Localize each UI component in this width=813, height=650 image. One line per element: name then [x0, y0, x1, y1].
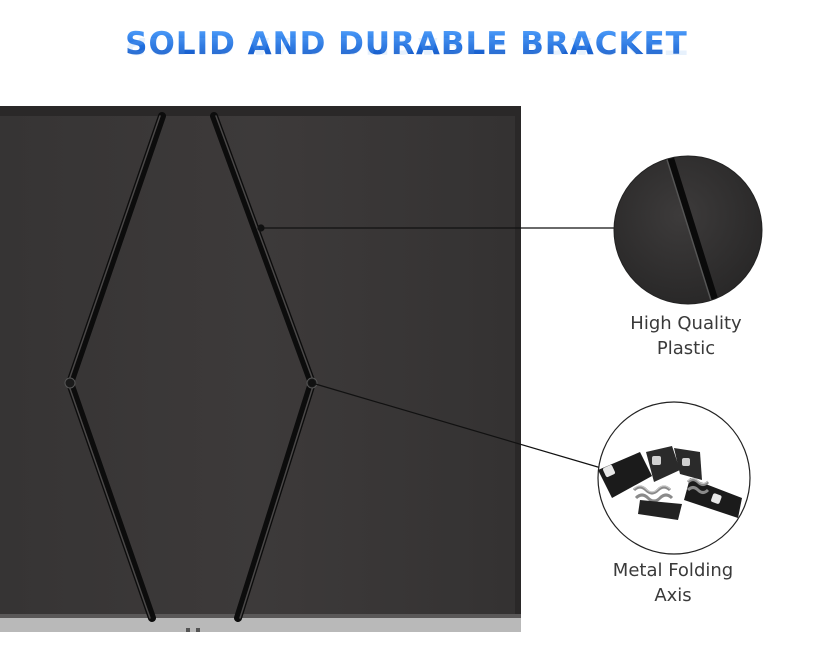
callout-label-plastic: High Quality Plastic	[596, 311, 776, 361]
headline-title: SOLID AND DURABLE BRACKET	[0, 26, 813, 62]
metal-hinge-closeup-circle	[597, 401, 751, 555]
plastic-closeup-circle	[613, 155, 763, 305]
callout-plastic-line2: Plastic	[656, 338, 716, 359]
callout-plastic-line1: High Quality	[630, 313, 742, 334]
screen-back-panel	[0, 106, 521, 632]
callout-metal-line1: Metal Folding	[612, 560, 734, 581]
callout-label-metal: Metal Folding Axis	[583, 558, 763, 608]
callout-lines	[257, 224, 614, 471]
callout-metal-line2: Axis	[654, 585, 692, 606]
